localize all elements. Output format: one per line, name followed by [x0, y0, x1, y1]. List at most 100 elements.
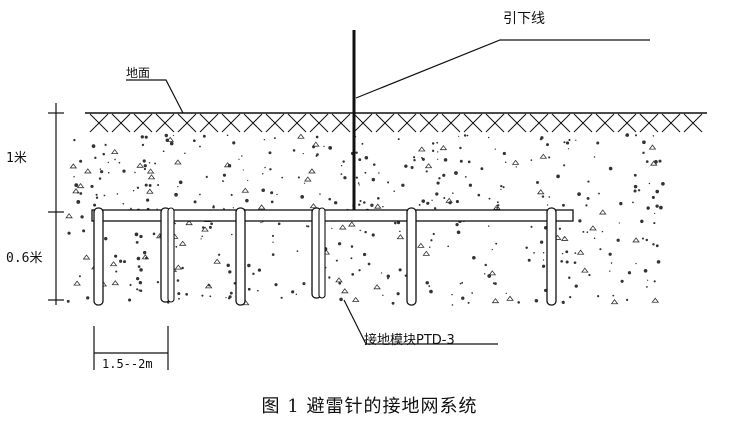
soil-dot — [205, 175, 208, 178]
soil-triangle — [312, 141, 320, 147]
soil-dot — [226, 263, 230, 268]
soil-dot — [599, 248, 602, 251]
soil-dot — [442, 173, 446, 177]
soil-dot — [264, 166, 266, 169]
soil-dot — [140, 135, 144, 139]
hatch-stroke — [397, 113, 417, 133]
soil-triangle — [213, 258, 221, 264]
soil-dot — [315, 155, 318, 157]
soil-dot — [558, 227, 562, 230]
soil-triangle — [338, 224, 347, 230]
spacing-label: 1.5--2m — [102, 357, 153, 371]
soil-dot — [451, 293, 453, 296]
soil-dot — [466, 134, 469, 137]
soil-triangle — [439, 145, 448, 151]
soil-dot — [212, 205, 215, 209]
soil-dot — [199, 193, 201, 196]
soil-dot — [502, 186, 505, 189]
soil-dot — [431, 199, 433, 202]
soil-dot — [115, 270, 118, 273]
soil-dot — [295, 293, 298, 296]
soil-dot — [404, 164, 408, 168]
soil-dot — [548, 156, 551, 159]
soil-dot — [477, 193, 481, 197]
soil-dot — [139, 234, 143, 239]
soil-triangle — [422, 250, 431, 256]
soil-triangle — [610, 299, 619, 305]
soil-dot — [358, 184, 360, 186]
soil-triangle — [185, 220, 193, 226]
soil-dot — [370, 203, 374, 207]
soil-dot — [472, 256, 476, 260]
soil-dot — [612, 294, 615, 297]
soil-dot — [429, 246, 431, 248]
soil-dot — [378, 172, 380, 174]
soil-dot — [563, 141, 566, 144]
soil-dot — [625, 133, 630, 137]
soil-dot — [228, 270, 232, 274]
soil-dot — [461, 281, 464, 284]
soil-dot — [500, 188, 502, 191]
soil-triangle — [651, 297, 660, 303]
soil-dot — [300, 194, 305, 199]
soil-dot — [625, 298, 629, 302]
soil-dot — [268, 151, 272, 155]
hatch-stroke — [595, 113, 615, 133]
soil-dot — [530, 225, 533, 228]
soil-dot — [114, 158, 116, 161]
soil-triangle — [146, 188, 154, 194]
soil-dot — [142, 250, 147, 255]
soil-triangle — [506, 295, 514, 301]
soil-dot — [67, 231, 71, 235]
soil-dot — [525, 246, 528, 250]
soil-dot — [145, 256, 148, 260]
soil-dot — [302, 152, 304, 155]
hatch-stroke — [419, 113, 439, 133]
soil-dot — [654, 212, 656, 215]
soil-dot — [504, 161, 507, 164]
soil-triangle — [201, 226, 209, 232]
soil-dot — [527, 258, 531, 262]
soil-dot — [598, 192, 600, 195]
soil-dot — [222, 180, 224, 183]
hatch-stroke — [265, 113, 285, 133]
soil-dot — [637, 189, 641, 192]
soil-dot — [261, 173, 264, 175]
soil-triangle — [297, 133, 305, 139]
soil-dot — [541, 264, 546, 268]
soil-dot — [297, 176, 300, 179]
soil-dot — [79, 159, 83, 163]
soil-dot — [78, 275, 81, 278]
soil-dot — [502, 151, 506, 156]
soil-dot — [143, 164, 147, 168]
soil-dot — [546, 204, 549, 206]
soil-dot — [271, 234, 275, 238]
soil-dot — [144, 135, 148, 139]
soil-dot — [134, 171, 136, 174]
soil-dot — [437, 158, 439, 160]
soil-dot — [208, 225, 212, 229]
soil-dot — [103, 194, 106, 197]
soil-dot — [455, 223, 459, 227]
soil-dot — [459, 282, 462, 285]
soil-dot — [425, 281, 429, 285]
hatch-stroke — [617, 113, 637, 133]
soil-dot — [232, 207, 234, 209]
soil-dot — [539, 240, 544, 244]
soil-dot — [546, 143, 549, 147]
soil-dot — [468, 183, 473, 187]
soil-dot — [459, 146, 462, 150]
soil-dot — [242, 169, 244, 171]
ground-rod — [235, 207, 246, 306]
soil-dot — [646, 206, 650, 210]
soil-dot — [260, 221, 262, 224]
soil-dot — [91, 144, 96, 148]
soil-dot — [76, 200, 81, 204]
soil-dot — [143, 167, 147, 171]
soil-dot — [331, 227, 333, 230]
soil-dot — [307, 225, 310, 228]
soil-triangle — [204, 283, 213, 289]
soil-dot — [574, 252, 577, 255]
soil-dot — [494, 282, 497, 285]
